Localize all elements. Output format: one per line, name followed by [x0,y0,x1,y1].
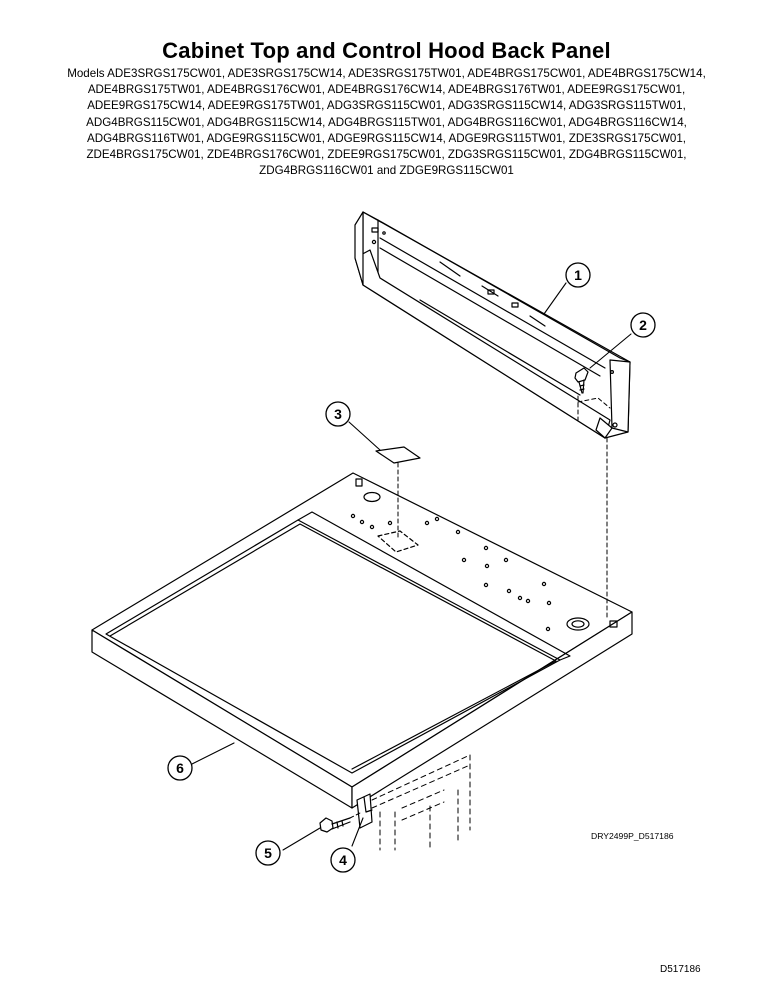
label-position-outline [377,530,419,553]
model-line: ADE4BRGS175TW01, ADE4BRGS176CW01, ADE4BR… [87,83,686,97]
drawing-code: DRY2499P_D517186 [591,831,674,841]
callout-1: 1 [565,262,591,288]
callout-6: 6 [167,755,193,781]
label-sticker [375,446,421,464]
model-line: ZDE4BRGS175CW01, ZDE4BRGS176CW01, ZDEE9R… [86,148,687,162]
footer-code: D517186 [660,964,701,975]
svg-text:1: 1 [574,267,582,283]
model-line: Models ADE3SRGS175CW01, ADE3SRGS175CW14,… [67,67,706,80]
leader-lines [191,282,632,851]
phantom-cabinet-outline [371,754,471,851]
page-title: Cabinet Top and Control Hood Back Panel [162,38,611,63]
callout-5: 5 [255,840,281,866]
control-hood-back-panel [354,211,631,439]
svg-text:5: 5 [264,845,272,861]
model-line: ZDG4BRGS116CW01 and ZDGE9RGS115CW01 [259,164,514,178]
callout-4: 4 [330,847,356,873]
model-list: Models ADE3SRGS175CW01, ADE3SRGS175CW14,… [60,66,713,179]
callout-2: 2 [630,312,656,338]
cabinet-top [91,472,633,809]
clip-screw [319,817,351,833]
svg-text:2: 2 [639,317,647,333]
svg-text:4: 4 [339,852,347,868]
model-line: ADG4BRGS115CW01, ADG4BRGS115CW14, ADG4BR… [86,115,687,129]
assembly-guides [349,395,611,819]
hood-screw [574,367,589,394]
model-line: ADG4BRGS116TW01, ADGE9RGS115CW01, ADGE9R… [86,131,687,145]
callout-3: 3 [325,401,351,427]
svg-text:6: 6 [176,760,184,776]
cabinet-clip [356,793,373,829]
model-line: ADEE9RGS175CW14, ADEE9RGS175TW01, ADG3SR… [87,99,686,113]
svg-text:3: 3 [334,406,342,422]
